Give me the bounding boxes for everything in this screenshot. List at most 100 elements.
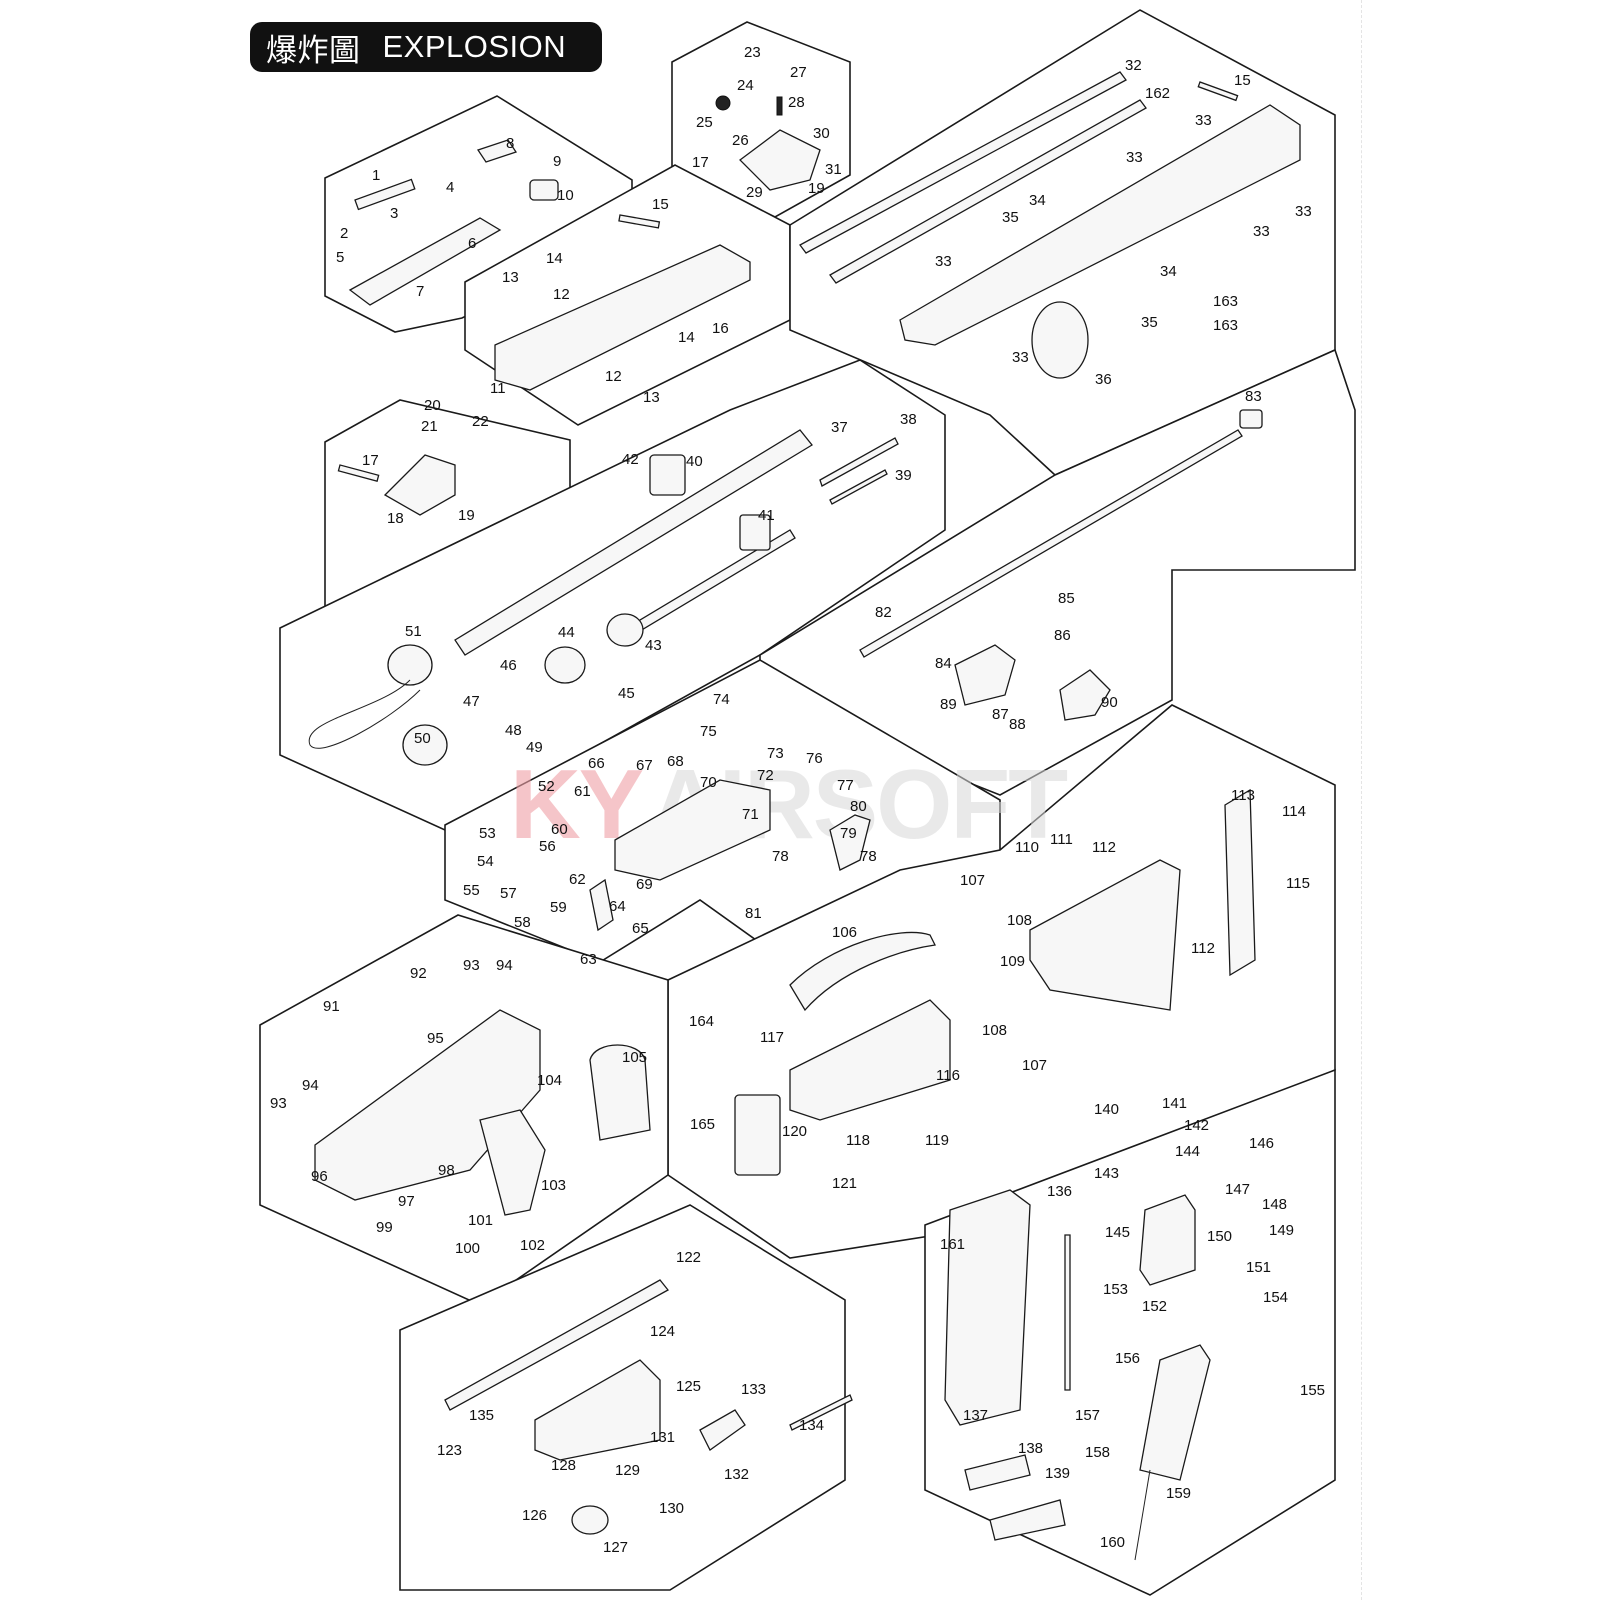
part-6 [348,217,502,306]
part-label-121: 121 [832,1175,857,1192]
part-label-42: 42 [622,451,639,468]
part-label-94a: 94 [496,957,513,974]
part-label-83: 83 [1245,388,1262,405]
part-44 [544,646,586,684]
part-label-143: 143 [1094,1165,1119,1182]
part-label-54: 54 [477,853,494,870]
part-label-151: 151 [1246,1259,1271,1276]
panel-stock [667,704,1336,1259]
part-label-99: 99 [376,1219,393,1236]
part-label-145: 145 [1105,1224,1130,1241]
part-label-115: 115 [1286,875,1310,892]
part-label-28: 28 [788,94,805,111]
part-label-27: 27 [790,64,807,81]
part-88 [1059,669,1111,721]
part-label-12a: 12 [553,286,570,303]
part-label-21: 21 [421,418,438,435]
part-label-106: 106 [832,924,857,941]
part-label-19a: 19 [808,180,825,197]
part-label-7: 7 [416,283,424,300]
part-label-114: 114 [1282,803,1306,820]
part-122 [444,1279,669,1411]
part-156 [1139,1344,1211,1481]
part-label-148: 148 [1262,1196,1287,1213]
part-label-107b: 107 [1022,1057,1047,1074]
part-label-57: 57 [500,885,517,902]
part-145 [1139,1194,1196,1286]
part-label-15b: 15 [1234,72,1251,89]
part-label-38: 38 [900,411,917,428]
part-label-162: 162 [1145,85,1170,102]
part-label-146: 146 [1249,1135,1274,1152]
part-label-14b: 14 [678,329,695,346]
part-40 [649,454,686,496]
part-label-35b: 35 [1141,314,1158,331]
part-label-69: 69 [636,876,653,893]
part-136 [1064,1234,1071,1391]
title-banner: 爆炸圖 EXPLOSION [250,22,602,72]
part-label-49: 49 [526,739,543,756]
part-label-98: 98 [438,1162,455,1179]
part-label-20: 20 [424,397,441,414]
part-36 [1031,301,1089,379]
part-label-89: 89 [940,696,957,713]
part-label-158: 158 [1085,1444,1110,1461]
title-chinese: 爆炸圖 [266,32,361,69]
part-label-19b: 19 [458,507,475,524]
part-label-101: 101 [468,1212,493,1229]
part-label-163b: 163 [1213,317,1238,334]
part-139 [989,1499,1066,1541]
part-label-88: 88 [1009,716,1026,733]
part-label-139: 139 [1045,1465,1070,1482]
part-label-52: 52 [538,778,555,795]
part-label-4: 4 [446,179,454,196]
part-label-33e: 33 [935,253,952,270]
part-label-75: 75 [700,723,717,740]
part-label-29: 29 [746,184,763,201]
part-label-112a: 112 [1092,839,1116,856]
part-label-15a: 15 [652,196,669,213]
part-label-136: 136 [1047,1183,1072,1200]
part-label-125: 125 [676,1378,701,1395]
part-label-109: 109 [1000,953,1025,970]
part-24 [715,95,731,111]
part-label-13b: 13 [643,389,660,406]
part-label-90: 90 [1101,694,1118,711]
part-label-58: 58 [514,914,531,931]
part-label-118: 118 [846,1132,870,1149]
part-label-66: 66 [588,755,605,772]
part-label-34a: 34 [1029,192,1046,209]
part-15b [1197,81,1239,102]
part-label-47: 47 [463,693,480,710]
part-84 [954,644,1016,706]
part-label-144: 144 [1175,1143,1200,1160]
part-label-120: 120 [782,1123,807,1140]
part-label-108b: 108 [982,1022,1007,1039]
part-label-134: 134 [799,1417,824,1434]
part-label-165: 165 [690,1116,715,1133]
part-label-11: 11 [490,380,506,397]
panel-front-sight-left [324,399,571,617]
part-109 [1029,859,1181,1011]
part-label-44: 44 [558,624,575,641]
part-label-65: 65 [632,920,649,937]
parts [308,71,1301,1561]
part-label-33d: 33 [1253,223,1270,240]
part-8 [476,139,518,163]
part-label-78a: 78 [772,848,789,865]
part-label-95: 95 [427,1030,444,1047]
part-label-22: 22 [472,413,489,430]
part-label-152: 152 [1142,1298,1167,1315]
part-134 [789,1394,853,1431]
part-label-23: 23 [744,44,761,61]
part-label-104: 104 [537,1072,562,1089]
part-label-70: 70 [700,774,717,791]
part-label-102: 102 [520,1237,545,1254]
part-label-76: 76 [806,750,823,767]
part-label-17b: 17 [362,452,379,469]
part-grip [479,1109,546,1216]
part-label-61: 61 [574,783,591,800]
part-label-132: 132 [724,1466,749,1483]
part-label-80: 80 [850,798,867,815]
part-126 [571,1505,609,1535]
